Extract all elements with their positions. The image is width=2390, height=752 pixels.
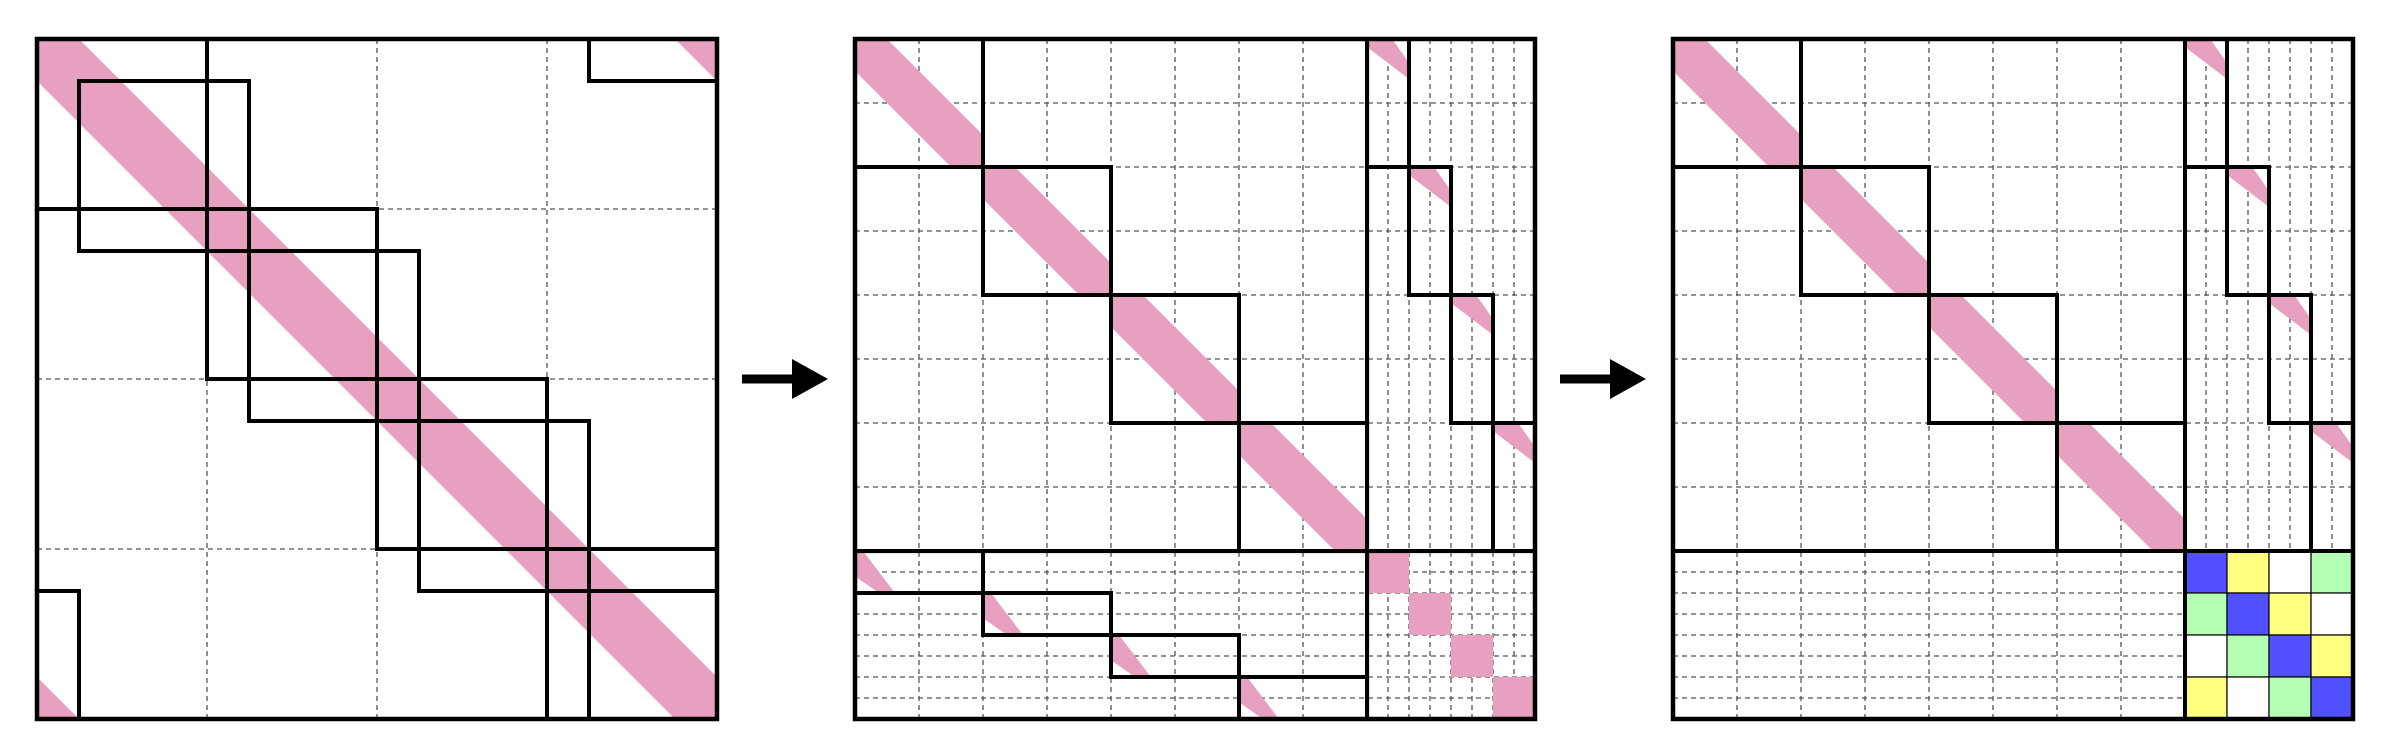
matrix-panel-reordered — [852, 36, 1538, 722]
bottom-strip-band — [1111, 635, 1151, 677]
transform-arrow-2 — [1560, 359, 1646, 399]
right-strip-band — [1493, 423, 1535, 463]
right-strip-band — [2185, 39, 2227, 79]
right-strip-band — [2227, 167, 2269, 207]
corner-band-top-right — [675, 39, 717, 81]
diagonal-block — [981, 165, 1113, 297]
small-diagonal-cell — [1493, 677, 1535, 719]
reduced-cell-white — [2268, 550, 2312, 594]
reduced-cell-white — [2310, 592, 2354, 636]
matrix-panel-banded — [34, 36, 720, 722]
reduced-cell-yellow — [2310, 634, 2354, 678]
block-diagonal-band — [1929, 295, 2057, 423]
reduced-cell-white — [2226, 676, 2270, 720]
right-arrow-icon — [792, 359, 828, 399]
reduced-cell-blue — [2226, 592, 2270, 636]
block-diagonal-band — [983, 167, 1111, 295]
right-strip-band — [2269, 295, 2311, 335]
bottom-strip-band — [983, 593, 1023, 635]
right-arrow-icon — [1610, 359, 1646, 399]
bottom-strip-block — [981, 591, 1113, 637]
reduced-cell-yellow — [2226, 550, 2270, 594]
block-diagonal-band — [1801, 167, 1929, 295]
reduced-cell-green — [2184, 592, 2228, 636]
reduced-cell-yellow — [2268, 592, 2312, 636]
diagonal-block — [1109, 293, 1241, 425]
block-diagonal-band — [2057, 423, 2185, 551]
reduced-cell-green — [2268, 676, 2312, 720]
reduced-cell-green — [2310, 550, 2354, 594]
reduced-cell-green — [2226, 634, 2270, 678]
bottom-strip-band — [855, 551, 895, 593]
window-block — [205, 207, 379, 381]
transform-arrow-1 — [742, 359, 828, 399]
block-diagonal-band — [1239, 423, 1367, 551]
right-strip-block — [1449, 293, 1495, 425]
diagonal-block — [1799, 165, 1931, 297]
matrix-frame — [852, 36, 1538, 722]
right-strip-band — [1367, 39, 1409, 79]
matrix-panel-reduced — [1670, 36, 2356, 722]
matrix-frame — [34, 36, 720, 722]
right-strip-block — [2267, 293, 2313, 425]
reduced-cell-blue — [2184, 550, 2228, 594]
reduced-cell-blue — [2310, 676, 2354, 720]
reduced-cell-yellow — [2184, 676, 2228, 720]
small-diagonal-cell — [1451, 635, 1493, 677]
diagonal-block — [1927, 293, 2059, 425]
bottom-strip-block — [1109, 633, 1241, 679]
reduced-cell-white — [2184, 634, 2228, 678]
small-diagonal-cell — [1367, 551, 1409, 593]
right-strip-band — [2311, 423, 2353, 463]
matrix-frame — [1670, 36, 2356, 722]
block-diagonal-band — [1111, 295, 1239, 423]
right-strip-block — [1407, 165, 1453, 297]
right-strip-band — [1409, 167, 1451, 207]
bottom-strip-band — [1239, 677, 1279, 719]
window-block — [375, 377, 549, 551]
window-block — [77, 79, 251, 253]
right-strip-band — [1451, 295, 1493, 335]
window-block — [417, 419, 591, 593]
block-diagonal-band — [855, 39, 983, 167]
right-strip-block — [2225, 165, 2271, 297]
block-diagonal-band — [1673, 39, 1801, 167]
small-diagonal-cell — [1409, 593, 1451, 635]
reduced-cell-blue — [2268, 634, 2312, 678]
corner-band-bottom-left — [37, 677, 79, 719]
window-block — [247, 249, 421, 423]
